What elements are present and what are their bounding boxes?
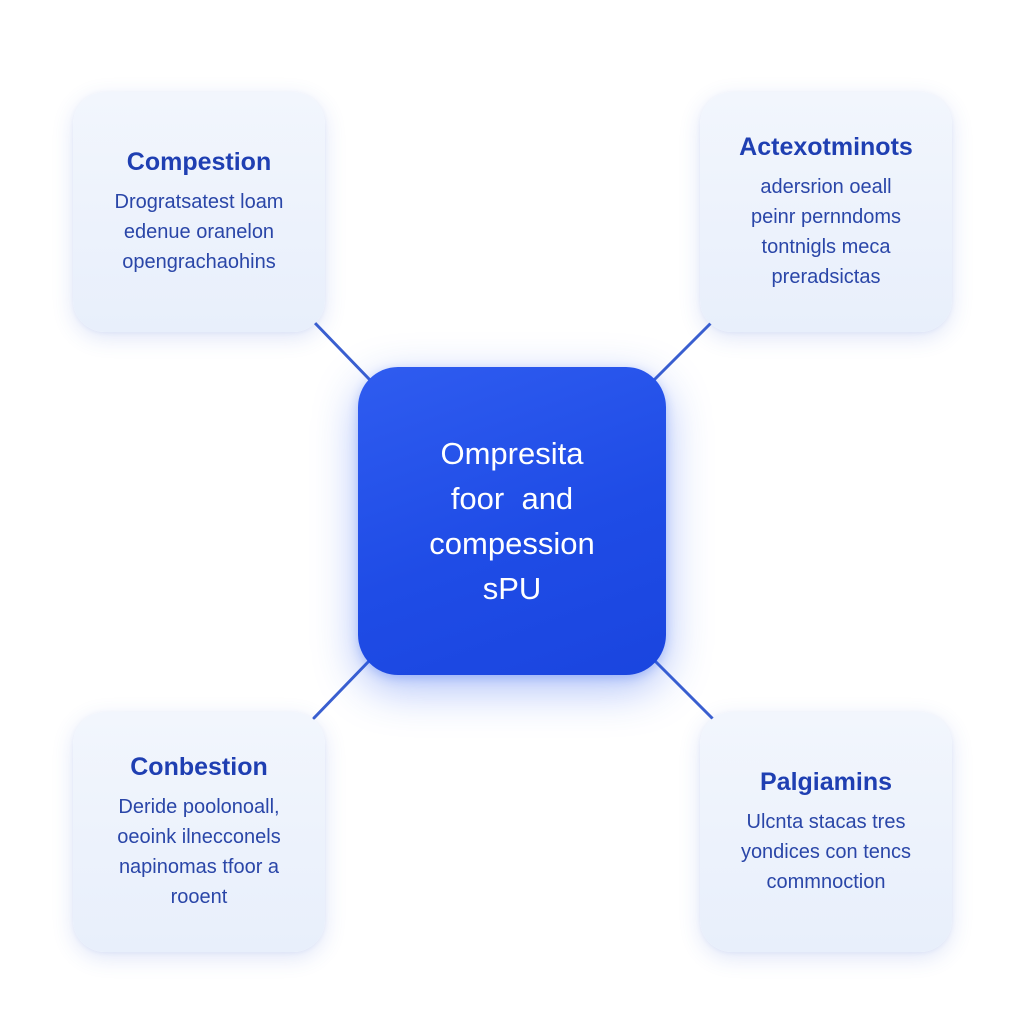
center-node-line: foor and: [450, 481, 574, 516]
node-description-line: Ulcnta stacas tres: [746, 811, 906, 833]
center-node-line: compession: [429, 526, 595, 561]
node-description-line: Drogratsatest loam: [114, 191, 284, 213]
node-title: Actexotminots: [739, 133, 913, 161]
node-description-line: edenue oranelon: [123, 221, 275, 243]
node-card-top-right: Actexotminots adersrion oeall peinr pern…: [700, 92, 952, 332]
node-description-line: opengrachaohins: [122, 251, 276, 273]
node-card-top-left: Compestion Drogratsatest loam edenue ora…: [73, 92, 325, 332]
connector-bottom-right: [652, 658, 714, 720]
center-node: Ompresita foor and compession sPU: [358, 367, 666, 675]
node-description-line: preradsictas: [771, 266, 881, 288]
node-description-line: oeoink ilnecconels: [117, 826, 281, 848]
node-description-line: rooent: [170, 886, 228, 908]
node-description-line: commnoction: [766, 871, 886, 893]
node-description: adersrion oeall peinr pernndoms tontnigl…: [751, 172, 901, 292]
node-title: Palgiamins: [760, 768, 892, 796]
connector-top-left: [312, 320, 372, 382]
node-description-line: peinr pernndoms: [750, 206, 902, 228]
center-node-line: sPU: [482, 571, 542, 606]
node-description: Drogratsatest loam edenue oranelon openg…: [115, 187, 284, 277]
node-title: Compestion: [126, 148, 272, 176]
node-description: Ulcnta stacas tres yondices con tencs co…: [741, 807, 911, 897]
node-description-line: tontnigls meca: [761, 236, 891, 258]
node-description-line: adersrion oeall: [760, 176, 892, 198]
node-description-line: Deride poolonoall,: [118, 796, 280, 818]
connector-top-right: [652, 320, 714, 382]
center-node-line: Ompresita: [440, 436, 584, 471]
node-card-bottom-left: Conbestion Deride poolonoall, oeoink iln…: [73, 712, 325, 952]
node-description: Deride poolonoall, oeoink ilnecconels na…: [117, 792, 280, 912]
node-title: Conbestion: [130, 753, 268, 781]
node-description-line: napinomas tfoor a: [118, 856, 280, 878]
node-card-bottom-right: Palgiamins Ulcnta stacas tres yondices c…: [700, 712, 952, 952]
node-description-line: yondices con tencs: [740, 841, 912, 863]
connector-bottom-left: [312, 658, 372, 720]
